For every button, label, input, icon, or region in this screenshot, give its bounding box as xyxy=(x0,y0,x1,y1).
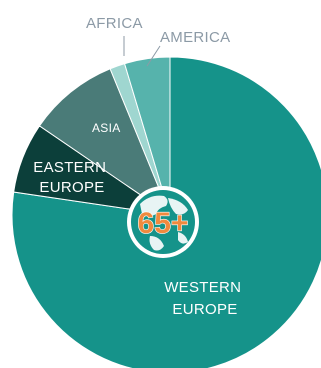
pie-slices xyxy=(11,56,321,368)
pie-slice-asia xyxy=(38,68,172,217)
slice-label-america: AMERICA xyxy=(160,29,230,46)
pie-slice-america xyxy=(123,56,171,216)
center-age-badge: 65+ xyxy=(138,207,189,240)
globe-icon xyxy=(127,186,199,258)
slice-label-africa: AFRICA xyxy=(86,15,143,32)
pie-slice-western-europe xyxy=(11,56,321,368)
slice-label-western-europe: WESTERN EUROPE xyxy=(164,279,246,318)
slice-label-eastern-europe: EASTERN EUROPE xyxy=(33,159,110,196)
slice-label-asia: ASIA xyxy=(92,121,121,135)
leader-line-america xyxy=(146,45,161,67)
